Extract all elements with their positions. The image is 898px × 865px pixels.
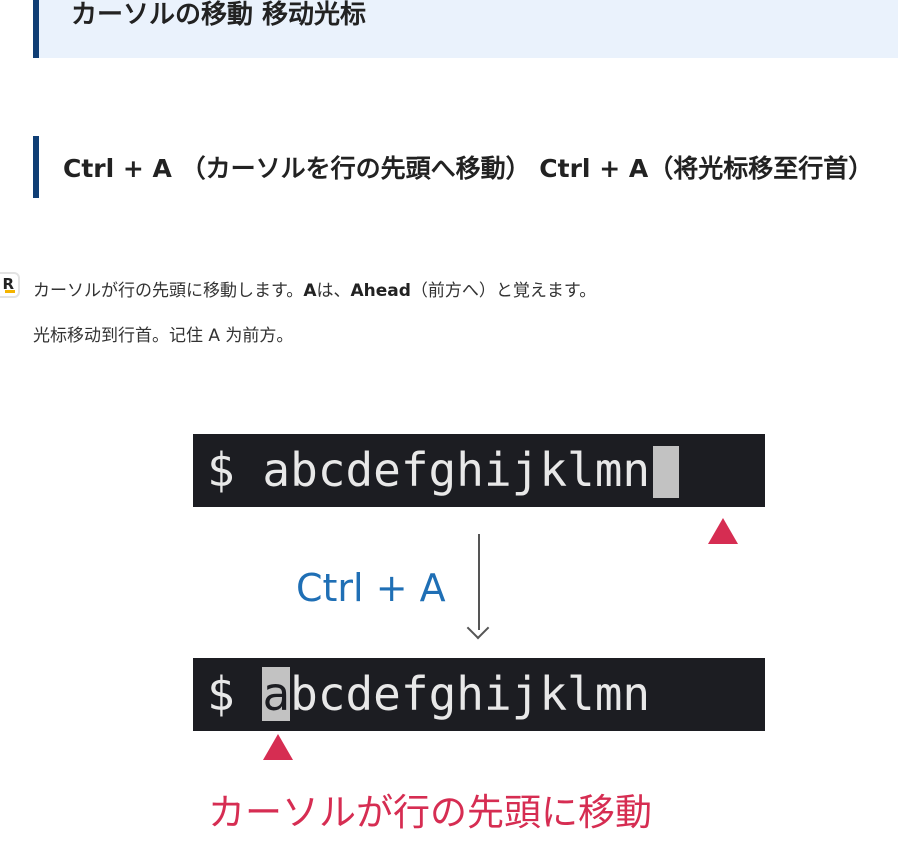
shortcut-heading-block: Ctrl + A （カーソルを行の先頭へ移動） Ctrl + A（将光标移至行首… (33, 136, 873, 198)
text-before: abcdefghijklmn (262, 443, 651, 497)
shortcut-heading: Ctrl + A （カーソルを行の先頭へ移動） Ctrl + A（将光标移至行首… (63, 154, 874, 183)
prompt-after: $ (207, 667, 263, 721)
action-label: Ctrl + A (296, 566, 446, 610)
icon-underline (5, 290, 15, 293)
arrow-head-icon (466, 616, 490, 640)
down-arrow-icon (478, 534, 480, 630)
book-icon: R (0, 272, 20, 298)
cursor-marker-start-icon (263, 734, 293, 760)
description-ja: カーソルが行の先頭に移動します。Aは、Ahead（前方へ）と覚えます。 (33, 276, 596, 301)
desc-ja-suffix: （前方へ）と覚えます。 (410, 281, 597, 301)
icon-letter: R (2, 275, 14, 293)
prompt-before: $ (207, 443, 263, 497)
section-header: カーソルの移動 移动光标 (33, 0, 898, 58)
desc-ja-mid: は、 (316, 281, 351, 301)
description-zh: 光标移动到行首。记住 A 为前方。 (33, 326, 294, 346)
terminal-before: $ abcdefghijklmn (193, 434, 765, 507)
terminal-after: $ abcdefghijklmn (193, 658, 765, 731)
cursor-start-char: a (262, 667, 291, 721)
desc-ja-word: Ahead (350, 281, 411, 301)
section-title: カーソルの移動 移动光标 (71, 0, 367, 30)
desc-ja-prefix: カーソルが行の先頭に移動します。 (33, 281, 304, 301)
figure-caption: カーソルが行の先頭に移動 (208, 791, 652, 834)
cursor-marker-end-icon (708, 518, 738, 544)
cursor-end-block (653, 445, 680, 498)
text-after: bcdefghijklmn (290, 667, 651, 721)
desc-ja-key: A (303, 281, 317, 301)
